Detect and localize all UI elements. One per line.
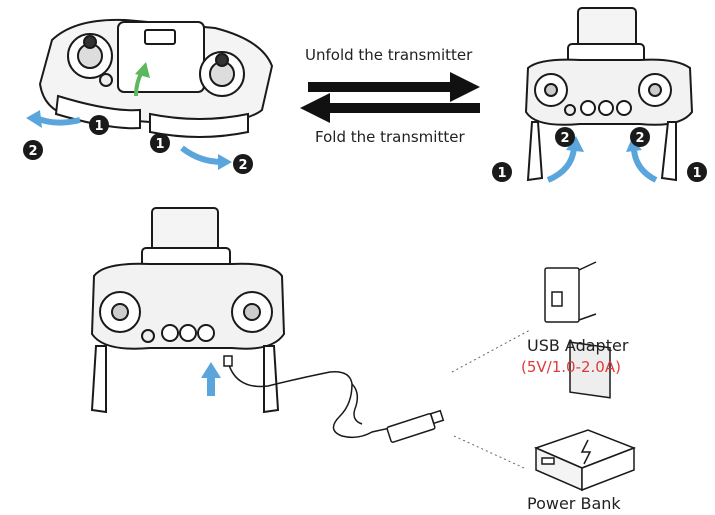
power-bank-label: Power Bank xyxy=(527,494,621,513)
transmitter-charging xyxy=(90,207,286,414)
arrow-blue-left xyxy=(34,115,81,126)
step-badge-1b: 1 xyxy=(150,133,170,153)
connector-to-adapter xyxy=(451,329,531,373)
svg-text:2: 2 xyxy=(28,144,37,159)
svg-text:2: 2 xyxy=(238,158,247,173)
svg-text:2: 2 xyxy=(635,131,644,146)
usb-adapter-label: USB Adapter xyxy=(527,336,629,355)
step-badge-2d: 2 xyxy=(630,127,650,147)
usb-adapter-spec: (5V/1.0-2.0A) xyxy=(521,358,621,376)
svg-text:1: 1 xyxy=(94,119,103,134)
arrow-blue-up-right xyxy=(631,149,658,183)
transmitter-unfolded xyxy=(524,7,694,182)
svg-text:1: 1 xyxy=(497,166,506,181)
svg-text:2: 2 xyxy=(560,131,569,146)
transmitter-folded xyxy=(38,18,274,138)
connector-to-powerbank xyxy=(453,435,525,469)
step-badge-2b: 2 xyxy=(233,154,253,174)
step-badge-1a: 1 xyxy=(89,115,109,135)
arrowhead-blue-up-left xyxy=(566,136,584,152)
power-bank-icon xyxy=(533,429,637,492)
svg-text:1: 1 xyxy=(692,166,701,181)
arrow-blue-up-left xyxy=(546,147,577,183)
step-badge-1c: 1 xyxy=(492,162,512,182)
fold-arrowhead-green xyxy=(135,62,150,78)
arrowhead-blue-left xyxy=(26,110,42,128)
arrowhead-blue-right xyxy=(218,154,232,170)
arrow-blue-right xyxy=(180,145,223,165)
swap-arrows-icon xyxy=(300,72,480,123)
unfold-label: Unfold the transmitter xyxy=(305,46,473,64)
step-badge-2a: 2 xyxy=(23,140,43,160)
up-arrow-icon xyxy=(201,362,221,396)
svg-text:1: 1 xyxy=(155,137,164,152)
usb-adapter-icon xyxy=(544,261,611,399)
fold-label: Fold the transmitter xyxy=(315,128,465,146)
usb-cable xyxy=(223,355,445,443)
step-badge-2c: 2 xyxy=(555,127,575,147)
step-badge-1d: 1 xyxy=(687,162,707,182)
